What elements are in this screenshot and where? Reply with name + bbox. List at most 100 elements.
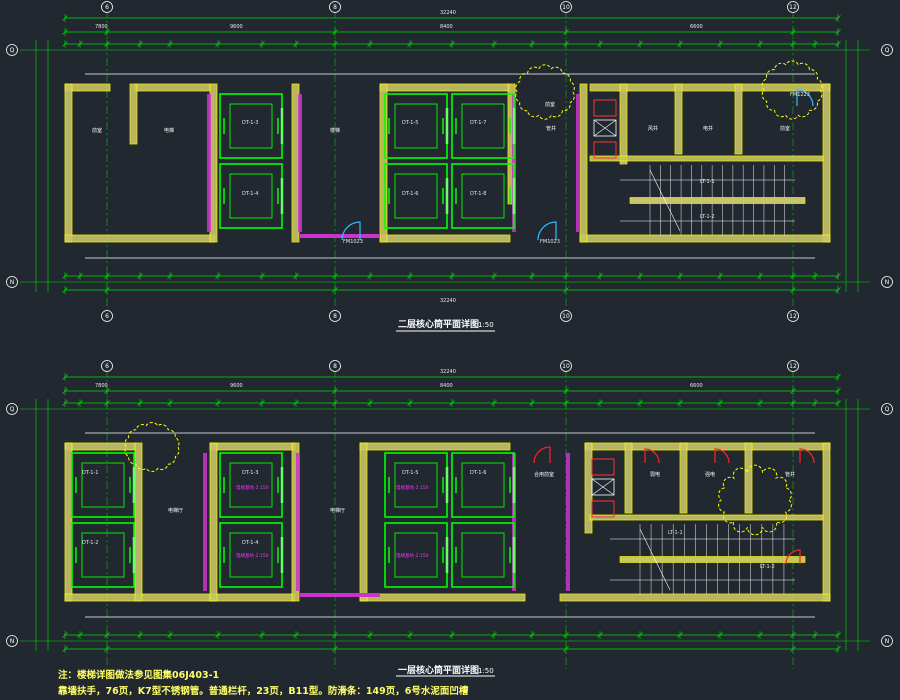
top-cloud-1 bbox=[515, 64, 575, 120]
bottom-seg-dim-4: 6600 bbox=[690, 383, 703, 389]
top-col-bubble-bottom-1-circle bbox=[329, 310, 341, 322]
bottom-cloud-1 bbox=[124, 422, 180, 472]
bottom-row-bubble-Q-right-circle bbox=[881, 403, 893, 415]
bottom-magenta-sill bbox=[300, 593, 380, 597]
bottom-door-4 bbox=[799, 448, 815, 464]
bottom-room-1: 电梯厅 bbox=[168, 507, 183, 514]
bottom-row-bubble-Q-left-text: Q bbox=[10, 406, 15, 413]
top-col-bubble-bottom-3-circle bbox=[787, 310, 799, 322]
bottom-seg-dim-2: 9600 bbox=[230, 383, 243, 389]
top-door-label-2: FM1023 bbox=[540, 239, 560, 245]
top-elev-label-4: DT-1-6 bbox=[402, 191, 418, 197]
top-wall-partition-9 bbox=[734, 83, 743, 155]
top-wall-partition-2 bbox=[209, 83, 218, 243]
bottom-elevator-6-car bbox=[394, 532, 438, 578]
top-magenta-wall-1 bbox=[298, 94, 302, 232]
top-row-bubble-Q-left-circle bbox=[6, 44, 18, 56]
bottom-row-bubble-N-right-circle bbox=[881, 635, 893, 647]
door-layer bbox=[341, 89, 815, 565]
top-row-bubble-N-left-circle bbox=[6, 276, 18, 288]
bottom-col-bubble-top-3-text: 12 bbox=[789, 363, 797, 370]
bottom-col-bubble-top-1-circle bbox=[329, 360, 341, 372]
top-row-bubble-N-left-text: N bbox=[10, 279, 15, 286]
top-cloud-2 bbox=[761, 60, 823, 120]
bottom-door-2 bbox=[644, 448, 660, 464]
bottom-elevator-4-car bbox=[394, 462, 438, 508]
top-overall-dimension: 32240 bbox=[440, 10, 456, 16]
bottom-stair-label-1: LT-1-1 bbox=[668, 530, 683, 536]
top-room-1: 前室 bbox=[92, 127, 102, 134]
top-elev-label-3: DT-1-5 bbox=[402, 120, 418, 126]
bottom-room-4: 强电 bbox=[705, 471, 715, 478]
top-wall-top-c bbox=[379, 83, 511, 92]
top-room-2: 电梯 bbox=[164, 127, 174, 134]
top-col-bubble-top-0-text: 6 bbox=[105, 4, 109, 11]
bottom-level-label-2: 电梯基坑-2.150 bbox=[236, 552, 269, 559]
bottom-room-3: 弱电 bbox=[650, 471, 660, 478]
top-elevator-2-car bbox=[394, 103, 438, 149]
bottom-row-bubble-N-right-text: N bbox=[885, 638, 890, 645]
top-col-bubble-top-1-circle bbox=[329, 1, 341, 13]
top-room-4: 管井 bbox=[546, 125, 556, 132]
top-wall-partition-8 bbox=[674, 83, 683, 155]
bottom-col-bubble-top-1-text: 8 bbox=[333, 363, 337, 370]
top-elevator-5-car bbox=[461, 173, 505, 219]
top-seg-dim-2: 9600 bbox=[230, 24, 243, 30]
top-col-bubble-bottom-1-text: 8 bbox=[333, 313, 337, 320]
bottom-wall-bottom-b bbox=[209, 593, 296, 602]
top-plan-title: 二层核心筒平面详图 bbox=[398, 318, 479, 330]
bottom-row-bubble-Q-right-text: Q bbox=[885, 406, 890, 413]
top-col-bubble-bottom-2-text: 10 bbox=[562, 313, 570, 320]
bottom-elevator-1-car bbox=[81, 532, 125, 578]
top-wall-partition-7 bbox=[619, 83, 628, 165]
bottom-shaft-box-3 bbox=[591, 500, 615, 518]
top-plan-scale: 1:50 bbox=[478, 321, 494, 329]
bottom-wall-stair-top bbox=[589, 514, 824, 521]
bottom-elevator-2-car bbox=[229, 462, 273, 508]
top-wall-partition-1 bbox=[129, 83, 138, 145]
top-wall-left bbox=[64, 83, 73, 243]
bottom-elev-label-2: DT-1-2 bbox=[82, 540, 98, 546]
top-seg-dim-4: 6600 bbox=[690, 24, 703, 30]
bottom-plan-scale: 1:50 bbox=[478, 667, 494, 675]
top-room-5: 风井 bbox=[648, 125, 658, 132]
bottom-wall-top-d bbox=[584, 442, 831, 451]
top-wall-stair-top bbox=[589, 155, 824, 162]
top-elev-label-5: DT-1-7 bbox=[470, 120, 486, 126]
top-magenta-wall-0 bbox=[207, 94, 211, 232]
note-line-2: 靠墙扶手，76页，K7型不锈钢管。普通栏杆，23页，B11型。防滑条：149页，… bbox=[58, 685, 469, 697]
bottom-shaft-box-1 bbox=[591, 458, 615, 476]
bottom-wall-partition-7 bbox=[679, 442, 688, 514]
bottom-elevator-7-car bbox=[461, 532, 505, 578]
bottom-col-bubble-top-2-circle bbox=[560, 360, 572, 372]
top-shaft-box-x2 bbox=[593, 119, 617, 137]
bottom-elev-label-6: DT-1-6 bbox=[470, 470, 486, 476]
top-wall-partition-4 bbox=[379, 83, 388, 243]
top-stair-landing-wall bbox=[629, 197, 806, 204]
bottom-magenta-wall-1 bbox=[296, 453, 300, 591]
bottom-elev-label-4: DT-1-4 bbox=[242, 540, 258, 546]
top-stair-label-2: LT-1-2 bbox=[700, 214, 715, 220]
top-row-bubble-Q-right-circle bbox=[881, 44, 893, 56]
top-room-3: 楼梯 bbox=[330, 127, 340, 134]
top-elevator-3-car bbox=[394, 173, 438, 219]
top-stair-break bbox=[649, 169, 681, 232]
bottom-wall-partition-4 bbox=[359, 442, 368, 602]
bottom-level-label-4: 电梯基坑-2.150 bbox=[396, 552, 429, 559]
bottom-elevator-3-car bbox=[229, 532, 273, 578]
top-col-bubble-top-0-circle bbox=[101, 1, 113, 13]
top-row-bubble-N-right-text: N bbox=[885, 279, 890, 286]
bottom-room-2: 电梯厅 bbox=[330, 507, 345, 514]
bottom-plan-title: 一层核心筒平面详图 bbox=[398, 664, 479, 676]
bottom-col-bubble-top-0-circle bbox=[101, 360, 113, 372]
bottom-level-label-3: 电梯基坑-2.150 bbox=[396, 484, 429, 491]
bottom-stair-label-2: LT-1-2 bbox=[760, 564, 775, 570]
bottom-magenta-wall-2 bbox=[512, 453, 516, 591]
bottom-col-bubble-top-3-circle bbox=[787, 360, 799, 372]
bottom-stair-landing-wall bbox=[619, 556, 806, 563]
top-wall-top-b bbox=[134, 83, 211, 92]
bottom-elevator-5-car bbox=[461, 462, 505, 508]
top-seg-dim-1: 7800 bbox=[95, 24, 108, 30]
